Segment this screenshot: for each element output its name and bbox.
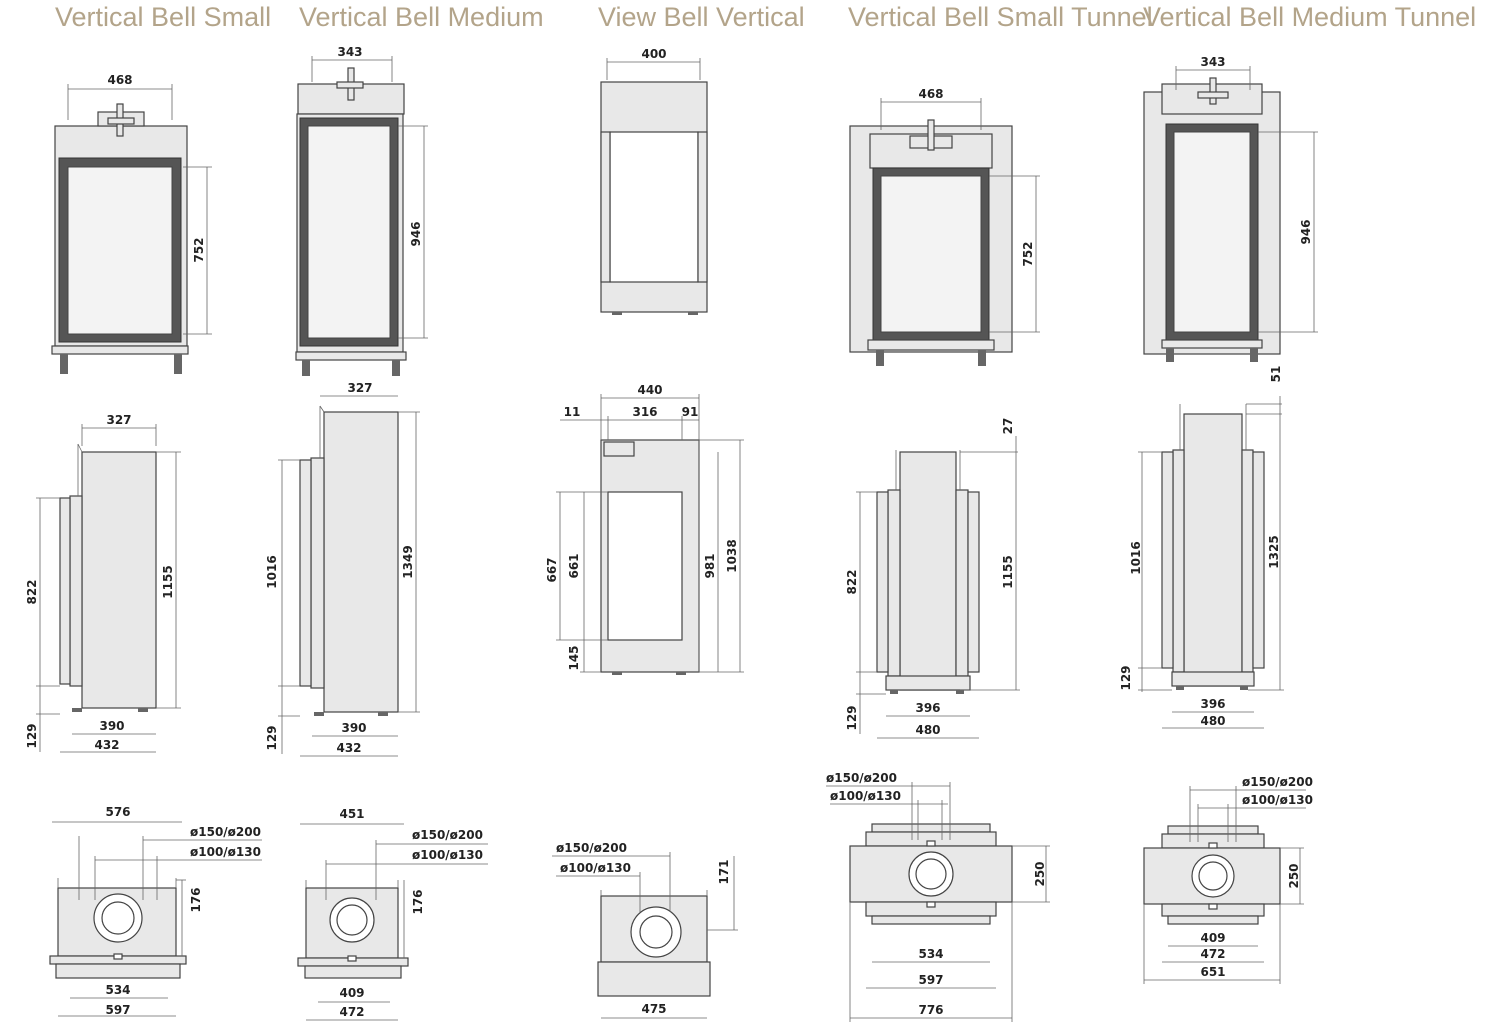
dim-label: 1016 [265,555,279,588]
vbs-side-view [36,424,181,753]
dim-label: 91 [682,405,699,419]
dim-label: 176 [411,889,425,914]
dim-label: 752 [1021,241,1035,266]
dim-label: 396 [915,701,940,715]
dim-label: 327 [106,413,131,427]
title-vertical-bell-medium: Vertical Bell Medium [299,2,544,32]
dim-label: ø100/ø130 [1242,793,1313,807]
dim-label: 1325 [1267,535,1281,568]
dim-label: 661 [567,553,581,578]
dim-label: 327 [347,381,372,395]
dim-label: 250 [1287,863,1301,888]
dim-label: ø150/ø200 [190,825,261,839]
dim-label: 390 [341,721,366,735]
title-vertical-bell-small-tunnel: Vertical Bell Small Tunnel [848,2,1153,32]
vbm-top-view [297,823,488,1021]
dim-label: 946 [1299,219,1313,244]
dim-label: ø100/ø130 [560,861,631,875]
dim-label: 171 [717,859,731,884]
dim-label: 390 [99,719,124,733]
dim-label: 667 [545,557,559,582]
dim-label: ø150/ø200 [556,841,627,855]
dim-label: 480 [915,723,940,737]
dim-label: 343 [1200,55,1225,69]
vbs-front-view [51,84,212,374]
dim-label: 409 [339,986,364,1000]
dim-label: 752 [192,237,206,262]
dim-label: ø150/ø200 [1242,775,1313,789]
dim-label: 597 [105,1003,130,1017]
dim-label: 822 [845,569,859,594]
dim-label: 409 [1200,931,1225,945]
vbs-top-view [49,821,262,1017]
vbst-top-view [826,782,1050,1022]
dim-label: ø100/ø130 [412,848,483,862]
vbmt-side-view [1138,396,1284,729]
dim-label: 1016 [1129,541,1143,574]
dim-label: 1038 [725,539,739,572]
dim-label: 129 [265,725,279,750]
dim-label: 451 [339,807,364,821]
dim-label: 176 [189,887,203,912]
dim-label: 1349 [401,545,415,578]
dim-label: 981 [703,553,717,578]
dim-label: 51 [1269,366,1283,383]
dim-label: 480 [1200,714,1225,728]
vbv-front-view [600,58,708,315]
title-view-bell-vertical: View Bell Vertical [598,2,805,32]
dim-label: 1155 [161,565,175,598]
dim-label: 250 [1033,861,1047,886]
dim-label: 129 [1119,665,1133,690]
dim-label: 145 [567,645,581,670]
dim-label: ø150/ø200 [412,828,483,842]
dim-label: 472 [1200,947,1225,961]
dim-label: ø100/ø130 [830,789,901,803]
vbm-side-view [278,395,420,757]
vbv-top-view [552,852,738,1019]
dim-label: 946 [409,221,423,246]
dim-label: 472 [339,1005,364,1019]
dim-label: 27 [1001,418,1015,435]
title-vertical-bell-small: Vertical Bell Small [55,2,272,32]
dim-label: 475 [641,1002,666,1016]
vbst-front-view [849,98,1040,366]
dim-label: 822 [25,579,39,604]
dim-label: 468 [107,73,132,87]
dim-label: 651 [1200,965,1225,979]
dim-label: 343 [337,45,362,59]
vbst-side-view [856,436,1020,739]
dim-label: ø150/ø200 [826,771,897,785]
dim-label: 534 [105,983,130,997]
dim-label: 468 [918,87,943,101]
dim-label: 776 [918,1003,943,1017]
dim-label: 400 [641,47,666,61]
vbmt-front-view [1143,66,1318,362]
dim-label: 432 [94,738,119,752]
dim-label: 129 [845,705,859,730]
dim-label: 534 [918,947,943,961]
dim-label: 432 [336,741,361,755]
dim-label: 576 [105,805,130,819]
dim-label: 440 [637,383,662,397]
dim-label: 396 [1200,697,1225,711]
dim-label: 1155 [1001,555,1015,588]
dim-label: 597 [918,973,943,987]
dim-label: 316 [632,405,657,419]
dim-label: ø100/ø130 [190,845,261,859]
dim-label: 11 [564,405,581,419]
vbmt-top-view [1143,786,1306,984]
vbv-side-view [556,394,744,675]
dim-label: 129 [25,723,39,748]
title-vertical-bell-medium-tunnel: Vertical Bell Medium Tunnel [1143,2,1477,32]
vbm-front-view [295,56,428,376]
